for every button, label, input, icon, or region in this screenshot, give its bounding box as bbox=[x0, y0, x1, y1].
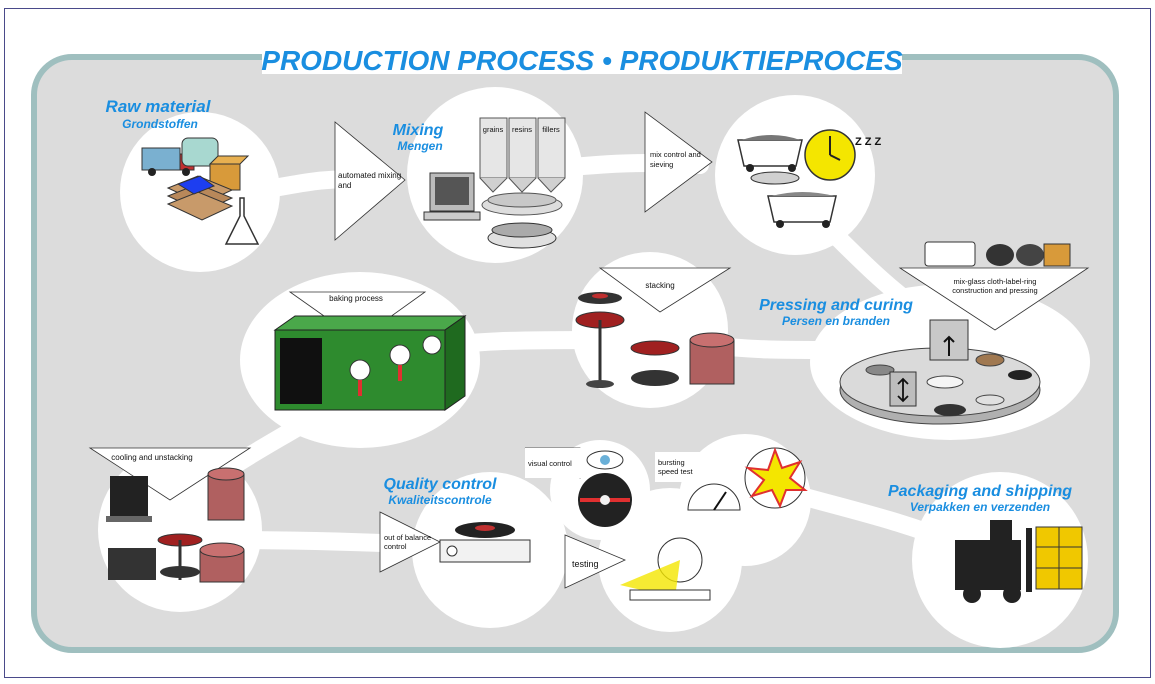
bursting-label-1: bursting bbox=[658, 458, 685, 467]
silos-icon: grains resins fillers bbox=[479, 117, 566, 193]
mix-glass-label-1: mix-glass cloth-label-ring bbox=[954, 277, 1037, 286]
cooling-label: cooling and unstacking bbox=[111, 453, 192, 462]
automated-mixing-label-2: and bbox=[338, 181, 351, 190]
stacking-label: stacking bbox=[645, 281, 674, 290]
oven-icon bbox=[273, 315, 467, 411]
balance-label-2: control bbox=[384, 542, 407, 551]
silo-label-resins: resins bbox=[512, 125, 532, 134]
bursting-label-2: speed test bbox=[658, 467, 694, 476]
stage-mixing: Mixing Mengen grains resins fillers bbox=[393, 87, 583, 263]
stage-mix-control: Z Z Z bbox=[715, 95, 882, 255]
eye-disc-icon bbox=[578, 450, 632, 527]
bursting-label-box bbox=[655, 452, 715, 482]
baking-label: baking process bbox=[329, 294, 383, 303]
flask-icon bbox=[224, 197, 260, 245]
mix-glass-triangle bbox=[898, 267, 1090, 331]
packaging-subtitle: Verpakken en verzenden bbox=[910, 500, 1050, 514]
balance-label-1: out of balance bbox=[384, 533, 431, 542]
forklift-icon bbox=[955, 520, 1083, 603]
step-automated-mixing: automated mixing and bbox=[334, 121, 406, 241]
raw-material-subtitle: Grondstoffen bbox=[122, 117, 198, 131]
stage-raw-material: Raw material Grondstoffen bbox=[106, 97, 280, 272]
cutting-machine-icon bbox=[620, 537, 711, 601]
mix-glass-label-2: construction and pressing bbox=[952, 286, 1037, 295]
sieve-icon bbox=[487, 222, 557, 249]
quality-subtitle: Kwaliteitscontrole bbox=[388, 493, 492, 507]
stage-quality-control: Quality control Kwaliteitscontrole out o… bbox=[379, 434, 811, 632]
balance-machine-icon bbox=[439, 522, 531, 563]
pressing-title: Pressing and curing bbox=[759, 297, 913, 314]
quality-title: Quality control bbox=[384, 476, 497, 493]
testing-triangle bbox=[564, 534, 626, 589]
sieve-icon-2 bbox=[750, 171, 800, 185]
mix-control-label-1: mix control and bbox=[650, 150, 701, 159]
stage-cooling: cooling and unstacking bbox=[88, 447, 262, 612]
mixer-icon bbox=[481, 192, 563, 216]
visual-label: visual control bbox=[528, 459, 572, 468]
mix-control-label-2: sieving bbox=[650, 160, 673, 169]
balance-triangle bbox=[379, 511, 441, 573]
outer-frame bbox=[4, 8, 1151, 678]
explosion-icon bbox=[744, 447, 808, 509]
raw-material-title: Raw material bbox=[106, 97, 212, 116]
title-gap bbox=[262, 44, 902, 74]
packaging-title: Packaging and shipping bbox=[888, 483, 1072, 500]
tank-icon bbox=[181, 137, 219, 167]
testing-label: testing bbox=[572, 559, 599, 569]
mixing-title: Mixing bbox=[393, 122, 444, 139]
stage-packaging: Packaging and shipping Verpakken en verz… bbox=[888, 472, 1088, 648]
main-title: PRODUCTION PROCESS • PRODUKTIEPROCES bbox=[261, 45, 903, 76]
sacks-icon bbox=[166, 175, 234, 221]
clock-sleep-label: Z Z Z bbox=[855, 136, 882, 148]
speed-gauge-icon bbox=[687, 483, 741, 511]
silo-label-fillers: fillers bbox=[542, 125, 560, 134]
pressing-subtitle: Persen en branden bbox=[782, 314, 890, 328]
automated-mixing-label-1: automated mixing bbox=[338, 171, 401, 180]
stage-pressing: mix-glass cloth-label-ring construction … bbox=[759, 241, 1090, 440]
stage-stacking: stacking bbox=[572, 252, 735, 408]
visual-label-box bbox=[525, 448, 585, 478]
silo-label-grains: grains bbox=[483, 125, 504, 134]
step-mix-control: mix control and sieving bbox=[644, 111, 713, 213]
stage-baking: baking process bbox=[240, 272, 480, 448]
clock-icon: Z Z Z bbox=[804, 129, 882, 181]
computer-icon bbox=[423, 172, 481, 221]
mixing-subtitle: Mengen bbox=[397, 139, 442, 153]
stacking-triangle bbox=[598, 267, 732, 313]
disc-stack-icon bbox=[575, 292, 735, 388]
cart-icon bbox=[737, 135, 803, 172]
pressing-materials-icon bbox=[924, 241, 1071, 267]
cart-icon-2 bbox=[767, 192, 837, 228]
pallet-stack-icon bbox=[106, 467, 245, 583]
press-table-icon bbox=[839, 319, 1041, 425]
